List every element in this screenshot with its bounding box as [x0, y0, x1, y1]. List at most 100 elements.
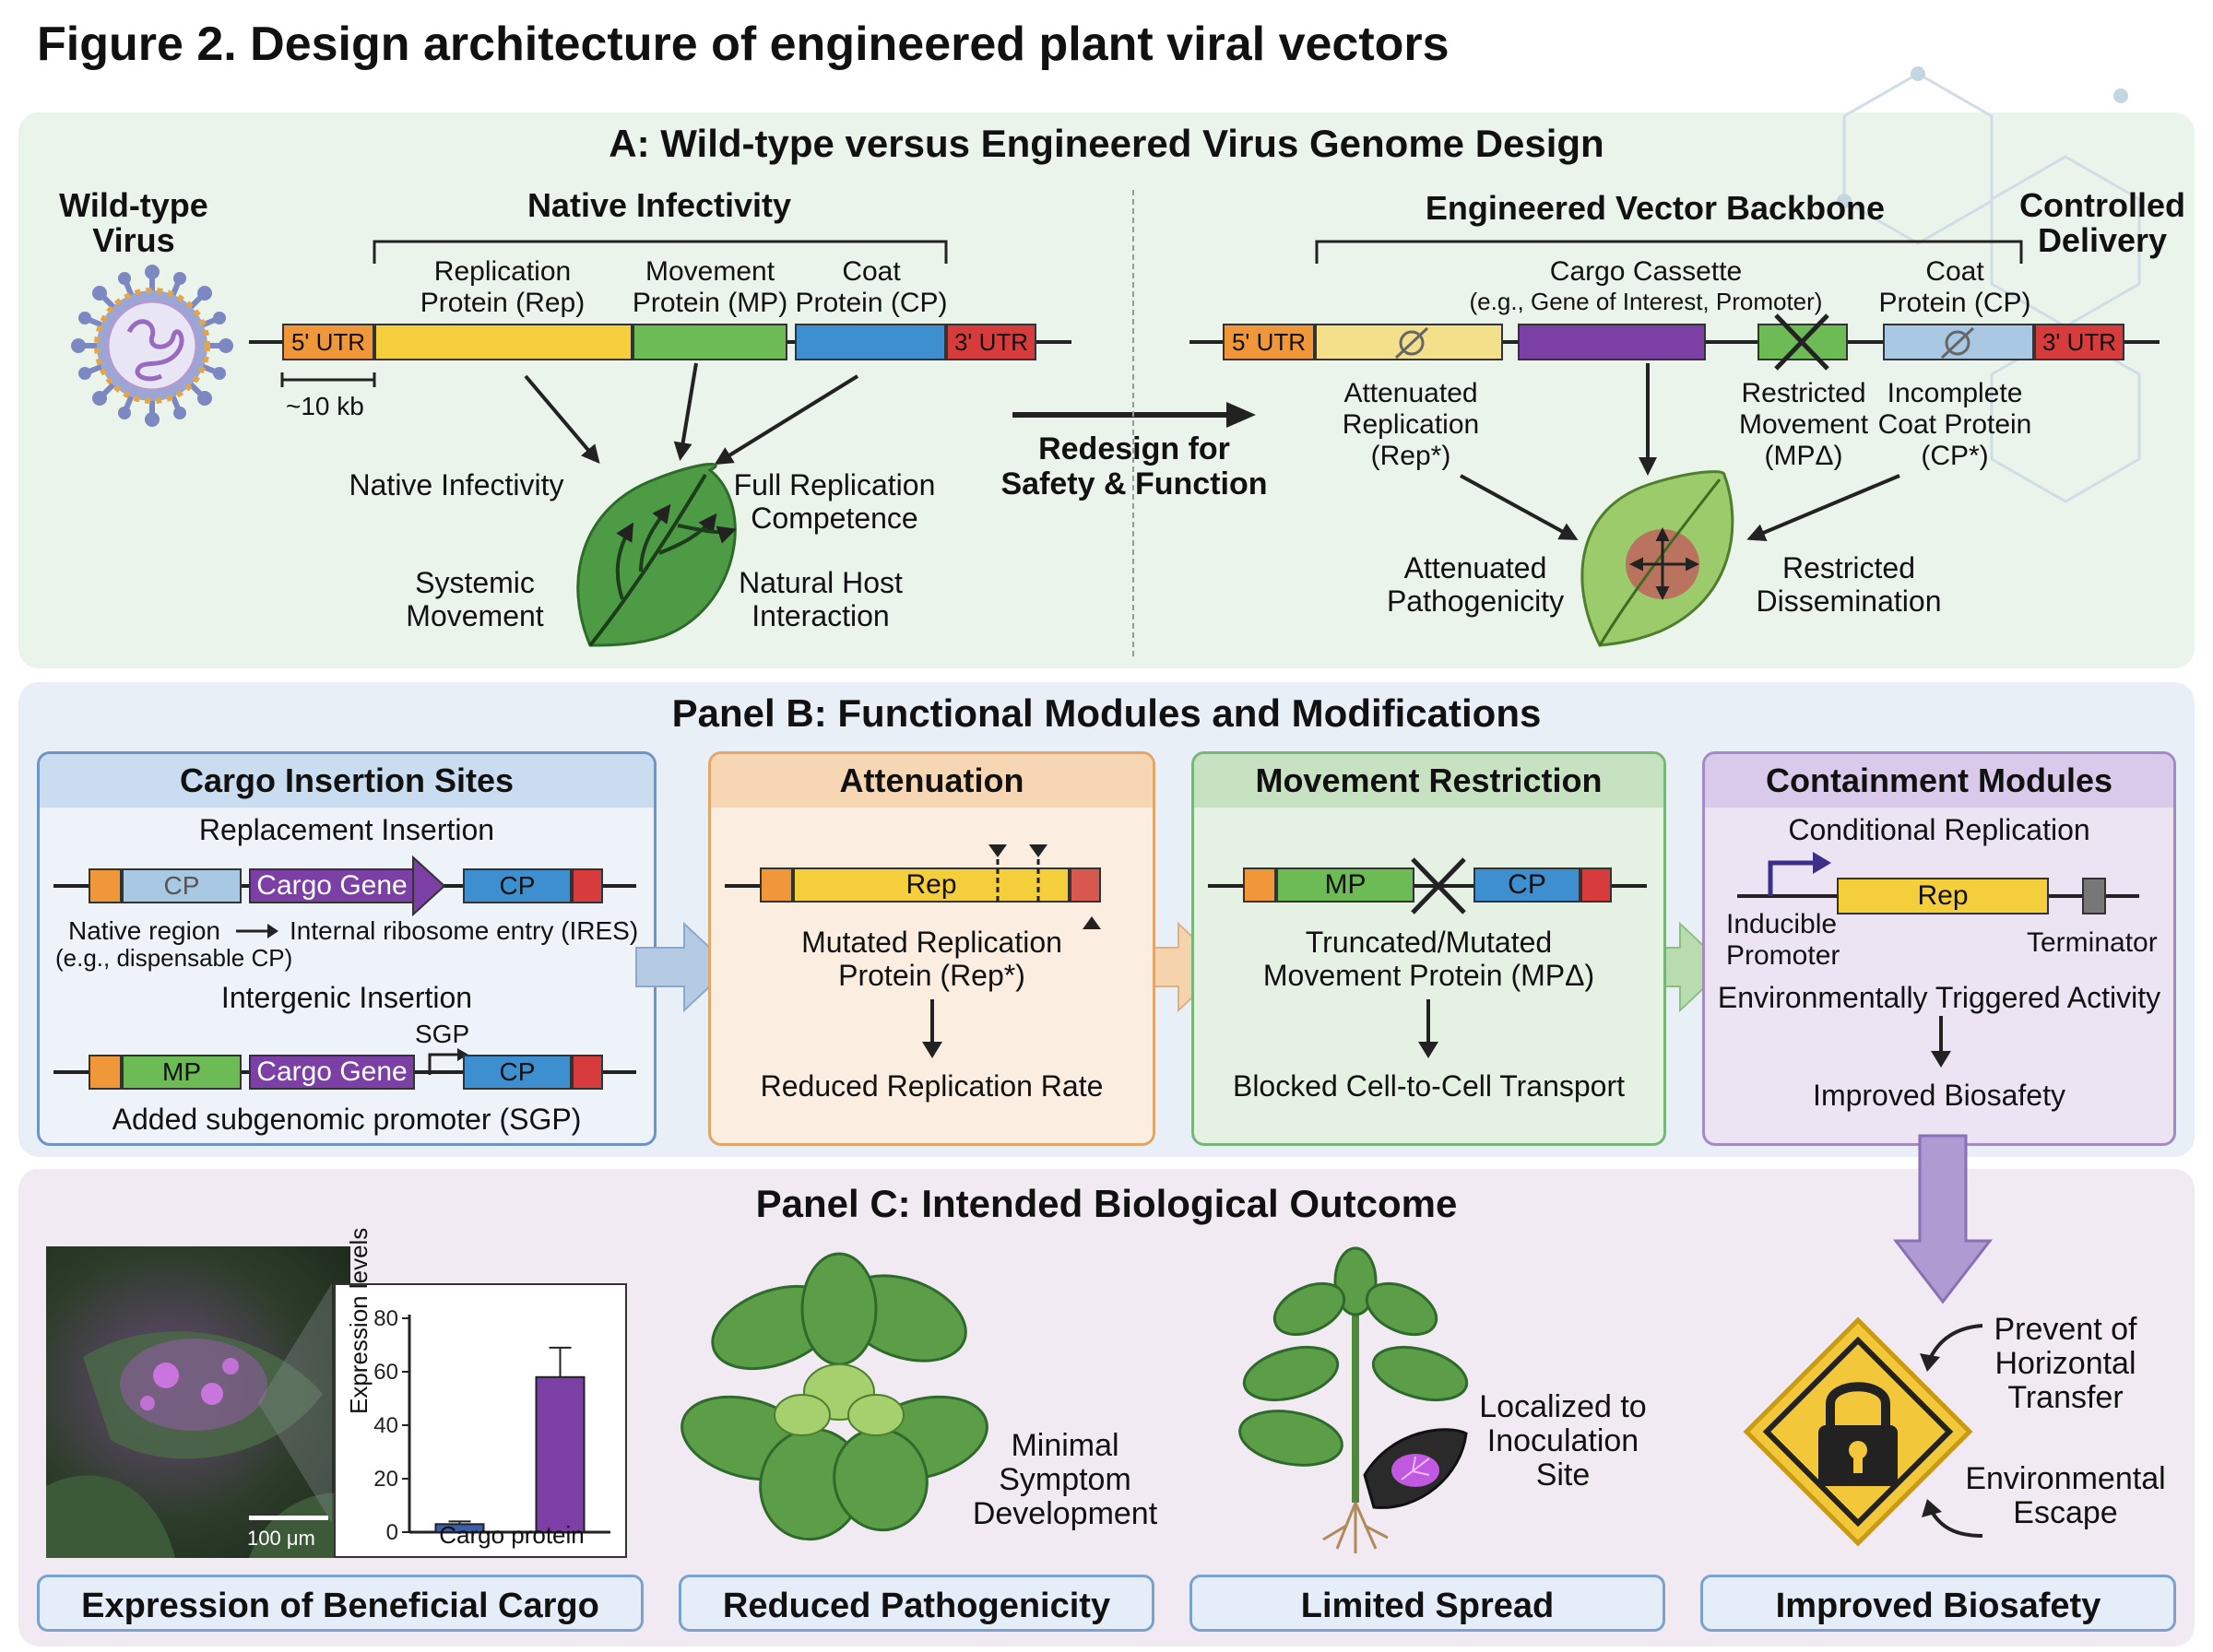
- redesign-arrow: [1012, 402, 1256, 428]
- wild-type-virus-label: Wild-type Virus: [59, 186, 208, 259]
- wt-rep-segment: [374, 324, 633, 360]
- rep-utr3: [572, 868, 603, 903]
- virus-icon: [71, 265, 233, 427]
- engineered-bracket: [1315, 240, 2023, 264]
- outcome-biosafety: Improved Biosafety: [1700, 1575, 2176, 1632]
- wt-utr3: 3' UTR: [946, 324, 1036, 360]
- outcome-limited-spread: Limited Spread: [1189, 1575, 1665, 1632]
- att-utr5: [760, 867, 793, 903]
- chart-bar: [434, 1523, 485, 1533]
- redesign-label: Redesign for Safety & Function: [1000, 431, 1268, 502]
- cross-icon: [1774, 313, 1829, 371]
- natural-host-label: Natural Host Interaction: [739, 566, 903, 632]
- zoom-wedge: [258, 1283, 332, 1523]
- fluorescence-image: 100 μm: [46, 1246, 350, 1558]
- engineered-header: Engineered Vector Backbone: [1425, 189, 1886, 227]
- localized-label: Localized to Inoculation Site: [1479, 1389, 1647, 1493]
- chart-bar: [535, 1375, 586, 1533]
- movement-restriction-header: Movement Restriction: [1194, 754, 1663, 808]
- sgp-label: SGP: [415, 1020, 470, 1048]
- scale-bar: [280, 372, 376, 387]
- rep-label: Replication Protein (Rep): [420, 256, 586, 318]
- move-genome-line: [1208, 884, 1647, 888]
- rep-utr5: [89, 868, 122, 903]
- wt-utr5: 5' UTR: [282, 324, 374, 360]
- int-utr3: [572, 1055, 603, 1090]
- move-utr3: [1580, 867, 1612, 903]
- minimal-symptom-label: Minimal Symptom Development: [972, 1428, 1158, 1531]
- cargo-insertion-header: Cargo Insertion Sites: [40, 754, 654, 808]
- down-arrow-icon: [1418, 999, 1438, 1058]
- move-utr5: [1243, 867, 1276, 903]
- down-arrow-icon: [922, 999, 942, 1058]
- blocked-transport-label: Blocked Cell-to-Cell Transport: [1232, 1069, 1626, 1103]
- reduced-replication-label: Reduced Replication Rate: [760, 1069, 1104, 1103]
- micrograph-scale-bar: [249, 1516, 328, 1520]
- replacement-cp2: CP: [463, 868, 572, 903]
- curved-arrow-icon: [1922, 1499, 1983, 1538]
- move-cp: CP: [1473, 867, 1580, 903]
- controlled-delivery-label: Controlled Delivery: [2019, 186, 2185, 259]
- hexagon-decoration: [1837, 66, 2141, 503]
- env-triggered-label: Environmentally Triggered Activity: [1717, 981, 2161, 1014]
- wt-mp-segment: [633, 324, 787, 360]
- cargo-cassette-sub: (e.g., Gene of Interest, Promoter): [1469, 288, 1823, 315]
- attenuation-box: Attenuation: [708, 751, 1155, 1146]
- terminator-label: Terminator: [2027, 927, 2158, 958]
- attenuated-pathogenicity-label: Attenuated Pathogenicity: [1386, 551, 1565, 618]
- panel-a-title: A: Wild-type versus Engineered Virus Gen…: [609, 122, 1604, 165]
- chart-y-axis-label: Expression levels: [345, 1227, 373, 1414]
- movement-restriction-box: Movement Restriction: [1191, 751, 1666, 1146]
- added-sgp-label: Added subgenomic promoter (SGP): [112, 1103, 582, 1136]
- containment-box: Containment Modules: [1702, 751, 2176, 1146]
- replacement-insertion-label: Replacement Insertion: [198, 813, 495, 846]
- truncated-mp-label: Truncated/Mutated Movement Protein (MPΔ): [1262, 926, 1595, 992]
- replacement-cp: CP: [122, 868, 242, 903]
- intergenic-insertion-label: Intergenic Insertion: [220, 981, 473, 1014]
- curved-arrow-icon: [1920, 1324, 1983, 1372]
- panel-a: [18, 112, 2195, 668]
- outcome-pathogenicity: Reduced Pathogenicity: [679, 1575, 1154, 1632]
- int-utr5: [89, 1055, 122, 1090]
- figure-title: Figure 2. Design architecture of enginee…: [37, 18, 1450, 71]
- outcome-expression: Expression of Beneficial Cargo: [37, 1575, 644, 1632]
- native-region-label: Native region: [68, 916, 220, 945]
- mutated-rep-label: Mutated Replication Protein (Rep*): [801, 926, 1062, 992]
- chart-y-tick-label: 80: [373, 1306, 398, 1331]
- move-mp: MP: [1276, 867, 1414, 903]
- env-escape-label: Environmental Escape: [1965, 1461, 2166, 1530]
- intergenic-mp: MP: [122, 1055, 242, 1090]
- wt-cp-segment: [795, 324, 946, 360]
- att-utr3: [1070, 867, 1101, 903]
- cargo-arrow-tip: [412, 855, 446, 917]
- terminator-block: [2082, 878, 2106, 914]
- restricted-movement-label: Restricted Movement (MPΔ): [1738, 378, 1869, 471]
- containment-header: Containment Modules: [1705, 754, 2173, 808]
- full-replication-label: Full Replication Competence: [733, 468, 936, 535]
- down-arrow-icon: [1931, 1016, 1951, 1068]
- chart-y-tick-label: 40: [373, 1413, 398, 1438]
- systemic-movement-label: Systemic Movement: [406, 566, 544, 632]
- chart-y-tick-label: 60: [373, 1360, 398, 1385]
- intergenic-cargo-gene: Cargo Gene: [249, 1055, 415, 1090]
- lock-warning-icon: [1743, 1316, 1973, 1547]
- null-symbol-icon: [1940, 326, 1975, 360]
- restricted-dissemination-label: Restricted Dissemination: [1756, 551, 1942, 618]
- native-bracket: [373, 240, 948, 264]
- cross-icon: [1411, 857, 1466, 914]
- eng-utr3: 3' UTR: [2034, 324, 2124, 360]
- healthy-leaf-icon: [524, 362, 859, 647]
- mutation-markers: [988, 844, 1101, 929]
- cp-label: Coat Protein (CP): [795, 256, 948, 318]
- ires-label: Internal ribosome entry (IRES): [290, 916, 639, 945]
- replacement-cargo-gene: Cargo Gene: [249, 868, 415, 903]
- coat-protein-label: Coat Protein (CP): [1878, 256, 2031, 318]
- chart-x-axis-label: Cargo protein: [439, 1521, 585, 1549]
- biosafety-down-arrow: [1892, 1134, 1994, 1304]
- cont-rep: Rep: [1837, 878, 2049, 914]
- dispensable-label: (e.g., dispensable CP): [55, 944, 293, 972]
- flow-arrow-blue: [635, 921, 732, 1013]
- null-symbol-icon: [1394, 326, 1429, 360]
- att-rep: Rep: [793, 867, 1070, 903]
